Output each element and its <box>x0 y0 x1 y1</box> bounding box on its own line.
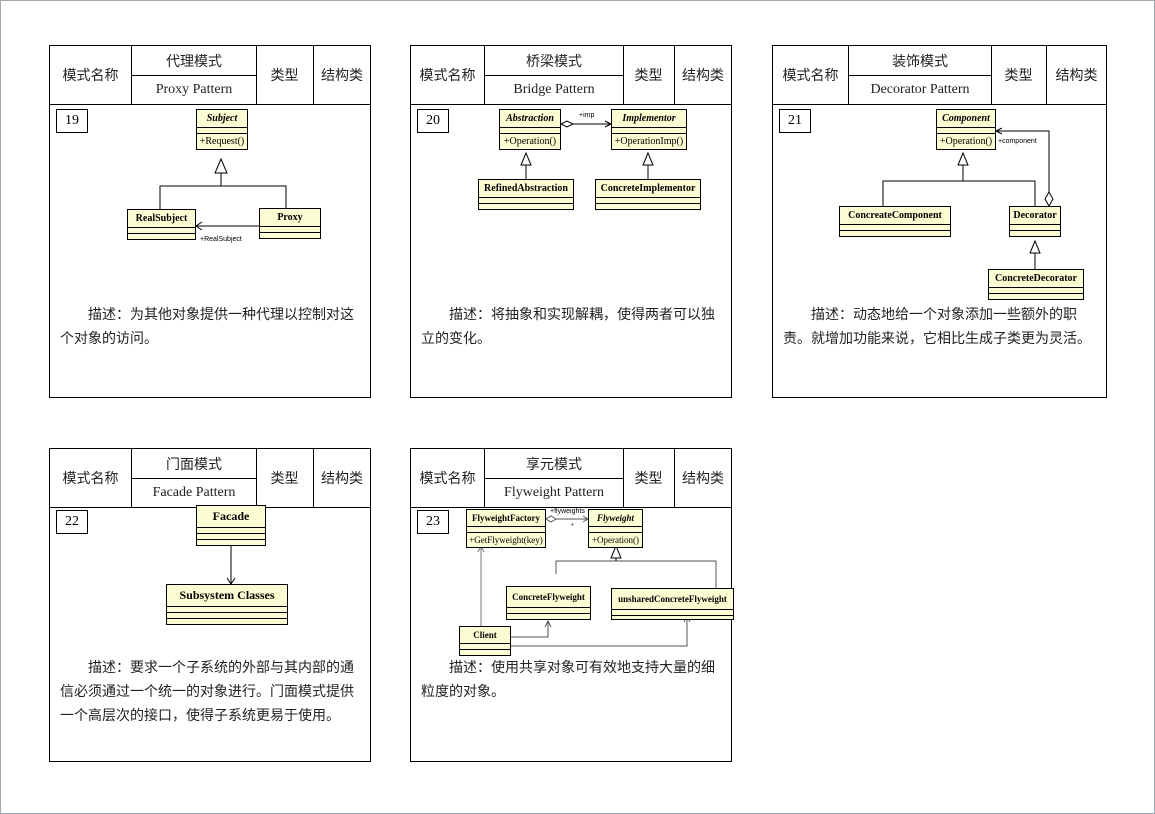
pattern-name-cn: 装饰模式 <box>849 46 992 76</box>
pattern-card-facade: 模式名称 门面模式 Facade Pattern 类型 结构类 22 Facad… <box>49 448 371 762</box>
pattern-name-cn: 门面模式 <box>132 449 257 479</box>
mode-name-label: 模式名称 <box>50 46 132 104</box>
card-header: 模式名称 桥梁模式 Bridge Pattern 类型 结构类 <box>411 46 731 105</box>
class-name: FlyweightFactory <box>467 510 545 527</box>
pattern-number: 23 <box>417 510 449 534</box>
mode-name-label: 模式名称 <box>773 46 849 104</box>
type-value: 结构类 <box>321 472 363 487</box>
class-subject: Subject +Request() <box>196 109 248 150</box>
class-method: +OperationImp() <box>614 136 684 147</box>
card-header: 模式名称 享元模式 Flyweight Pattern 类型 结构类 <box>411 449 731 508</box>
pattern-card-flyweight: 模式名称 享元模式 Flyweight Pattern 类型 结构类 23 +f… <box>410 448 734 762</box>
class-name: unsharedConcreteFlyweight <box>612 589 733 610</box>
pattern-description: 描述：为其他对象提供一种代理以控制对这个对象的访问。 <box>60 308 354 347</box>
assoc-label: +imp <box>579 112 595 119</box>
type-value: 结构类 <box>682 69 724 84</box>
pattern-name-en: Flyweight Pattern <box>485 478 624 507</box>
pattern-card-decorator: 模式名称 装饰模式 Decorator Pattern 类型 结构类 21 +c… <box>772 45 1107 398</box>
type-value: 结构类 <box>1055 69 1098 84</box>
pattern-name-cn: 享元模式 <box>485 449 624 479</box>
class-proxy: Proxy <box>259 208 321 239</box>
uml-connectors <box>159 157 287 231</box>
pattern-name-en: Bridge Pattern <box>485 75 624 104</box>
mode-name-label: 模式名称 <box>411 449 485 507</box>
card-header: 模式名称 代理模式 Proxy Pattern 类型 结构类 <box>50 46 370 105</box>
type-label: 类型 <box>991 46 1047 104</box>
type-label: 类型 <box>623 46 675 104</box>
pattern-card-proxy: 模式名称 代理模式 Proxy Pattern 类型 结构类 19 +RealS… <box>49 45 371 398</box>
pattern-name-en: Proxy Pattern <box>132 75 257 104</box>
class-name: ConcreteFlyweight <box>507 587 590 608</box>
class-name: Proxy <box>260 209 320 227</box>
assoc-label: +component <box>998 138 1037 145</box>
class-name: ConcreateComponent <box>840 207 950 225</box>
class-method: +GetFlyweight(key) <box>469 535 543 545</box>
type-value: 结构类 <box>682 472 724 487</box>
pattern-description: 描述：要求一个子系统的外部与其内部的通信必须通过一个统一的对象进行。门面模式提供… <box>60 661 354 724</box>
pattern-name-en: Decorator Pattern <box>849 75 992 104</box>
type-label: 类型 <box>256 449 314 507</box>
uml-connectors <box>477 515 717 647</box>
class-concretedecorator: ConcreteDecorator <box>988 269 1084 300</box>
class-concreteflyweight: ConcreteFlyweight <box>506 586 591 620</box>
class-method: +Operation() <box>503 136 557 147</box>
pattern-number: 21 <box>779 109 811 133</box>
class-refinedabstraction: RefinedAbstraction <box>478 179 574 210</box>
class-name: ConcreteDecorator <box>989 270 1083 288</box>
class-name: Component <box>937 110 995 128</box>
class-name: Subsystem Classes <box>167 585 287 607</box>
pattern-description: 描述：使用共享对象可有效地支持大量的细粒度的对象。 <box>421 661 715 700</box>
class-method: +Operation() <box>591 535 640 545</box>
mode-name-label: 模式名称 <box>411 46 485 104</box>
class-name: RealSubject <box>128 210 195 228</box>
type-value: 结构类 <box>321 69 363 84</box>
uml-connectors <box>520 120 654 179</box>
class-flyweightfactory: FlyweightFactory +GetFlyweight(key) <box>466 509 546 548</box>
class-name: Subject <box>197 110 247 128</box>
type-label: 类型 <box>623 449 675 507</box>
pattern-number: 22 <box>56 510 88 534</box>
uml-connectors <box>882 127 1054 269</box>
pattern-number: 19 <box>56 109 88 133</box>
class-abstraction: Abstraction +Operation() <box>499 109 561 150</box>
class-name: Flyweight <box>589 510 642 527</box>
pattern-description: 描述：将抽象和实现解耦，使得两者可以独立的变化。 <box>421 308 715 347</box>
multiplicity-label: * <box>571 523 574 530</box>
pattern-name-cn: 桥梁模式 <box>485 46 624 76</box>
assoc-label: +flyweights <box>550 508 585 515</box>
class-decorator: Decorator <box>1009 206 1061 237</box>
pattern-name-cn: 代理模式 <box>132 46 257 76</box>
class-method: +Request() <box>199 136 245 147</box>
class-client: Client <box>459 626 511 656</box>
mode-name-label: 模式名称 <box>50 449 132 507</box>
class-implementor: Implementor +OperationImp() <box>611 109 687 150</box>
class-flyweight: Flyweight +Operation() <box>588 509 643 548</box>
class-method: +Operation() <box>939 136 993 147</box>
pattern-number: 20 <box>417 109 449 133</box>
pattern-name-en: Facade Pattern <box>132 478 257 507</box>
class-facade: Facade <box>196 505 266 546</box>
type-label: 类型 <box>256 46 314 104</box>
class-realsubject: RealSubject <box>127 209 196 240</box>
pattern-card-bridge: 模式名称 桥梁模式 Bridge Pattern 类型 结构类 20 +imp … <box>410 45 732 398</box>
class-name: Abstraction <box>500 110 560 128</box>
pattern-description: 描述：动态地给一个对象添加一些额外的职责。就增加功能来说，它相比生成子类更为灵活… <box>783 308 1091 347</box>
class-component: Component +Operation() <box>936 109 996 150</box>
class-unsharedconcreteflyweight: unsharedConcreteFlyweight <box>611 588 734 620</box>
class-name: Decorator <box>1010 207 1060 225</box>
class-name: Client <box>460 627 510 644</box>
class-subsystem: Subsystem Classes <box>166 584 288 625</box>
card-header: 模式名称 装饰模式 Decorator Pattern 类型 结构类 <box>773 46 1106 105</box>
class-name: ConcreteImplementor <box>596 180 700 198</box>
class-name: Facade <box>197 506 265 528</box>
class-name: Implementor <box>612 110 686 128</box>
assoc-label: +RealSubject <box>200 236 242 243</box>
class-concretecomponent: ConcreateComponent <box>839 206 951 237</box>
class-concreteimplementor: ConcreteImplementor <box>595 179 701 210</box>
class-name: RefinedAbstraction <box>479 180 573 198</box>
